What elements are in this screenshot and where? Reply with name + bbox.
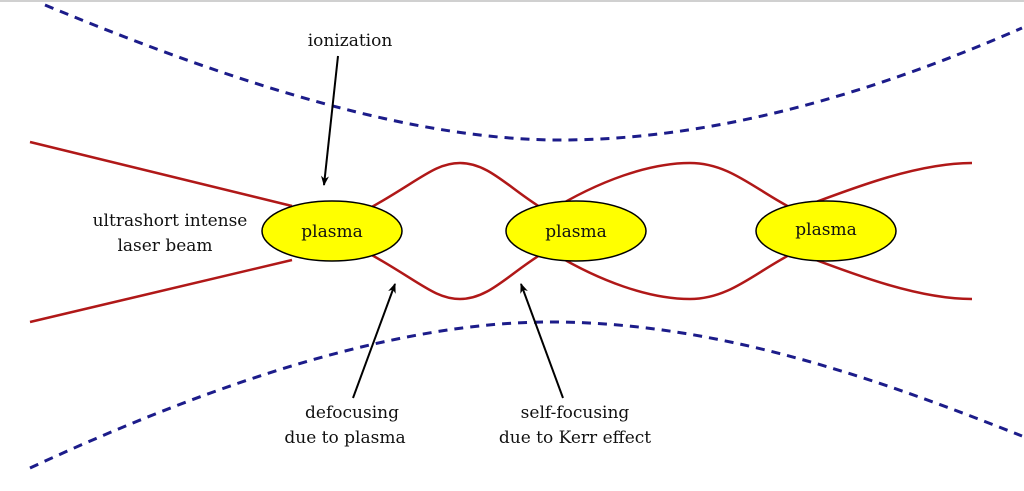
beam-label-line1: ultrashort intense bbox=[93, 211, 248, 231]
ionization-arrow bbox=[320, 55, 339, 186]
ionization-label: ionization bbox=[308, 31, 393, 51]
defocusing-label-line1: defocusing bbox=[305, 403, 399, 423]
envelope-top-dashed bbox=[44, 3, 1023, 142]
plasma-1: plasma bbox=[261, 200, 403, 262]
beam-left-upper bbox=[29, 140, 293, 208]
top-border bbox=[0, 0, 1024, 2]
selffocusing-label-line2: due to Kerr effect bbox=[499, 428, 651, 448]
selffocusing-label-line1: self-focusing bbox=[521, 403, 630, 423]
selffocusing-arrow bbox=[520, 283, 564, 399]
defocusing-label-line2: due to plasma bbox=[284, 428, 405, 448]
beam-label-line2: laser beam bbox=[117, 236, 212, 256]
beam-lower-oscillation bbox=[369, 248, 973, 301]
beam-upper-oscillation bbox=[369, 161, 973, 214]
plasma-2: plasma bbox=[505, 200, 647, 262]
defocusing-arrow bbox=[352, 283, 396, 399]
beam-left-lower bbox=[29, 258, 293, 324]
plasma-label: plasma bbox=[795, 220, 856, 240]
plasma-label: plasma bbox=[301, 222, 362, 242]
plasma-3: plasma bbox=[755, 200, 897, 262]
plasma-label: plasma bbox=[545, 222, 606, 242]
